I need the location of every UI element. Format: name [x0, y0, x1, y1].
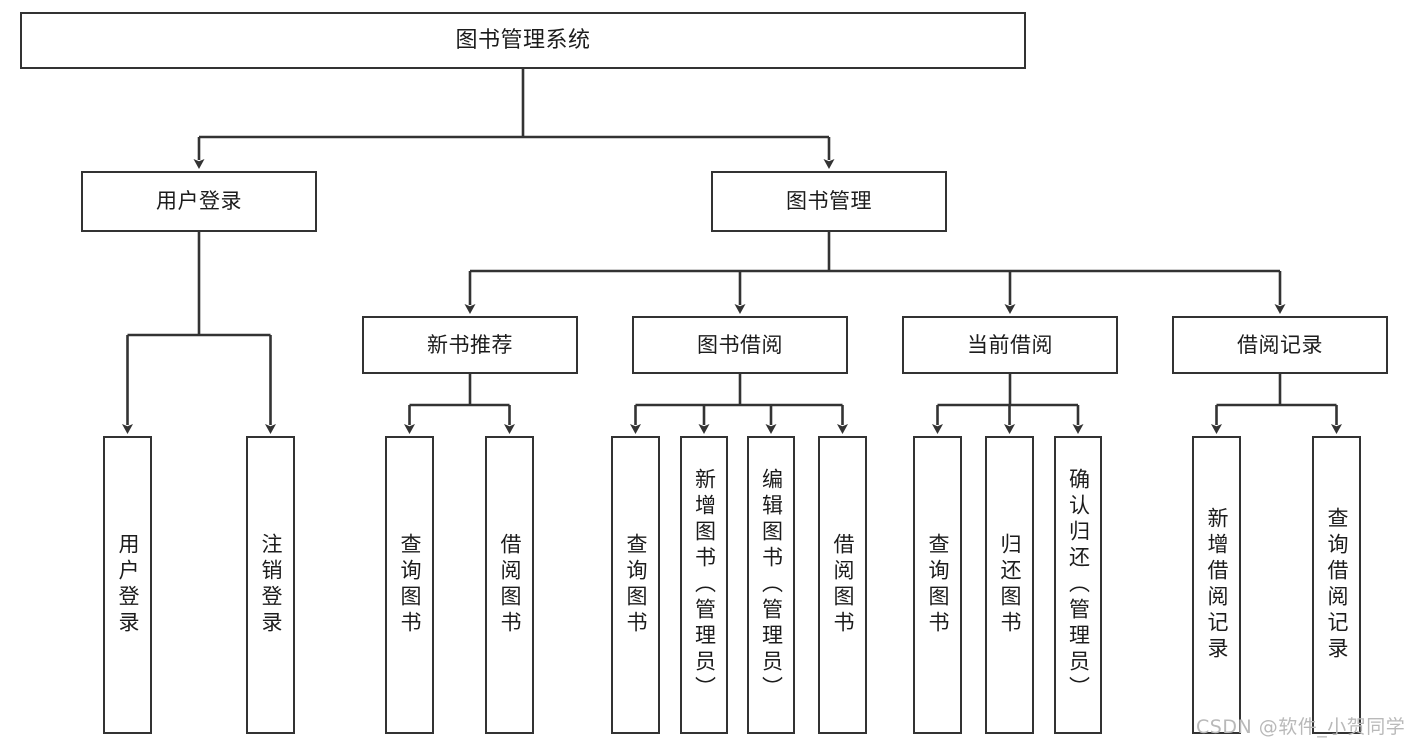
node-leaf-user-login[interactable]: 用户登录 — [103, 436, 152, 734]
node-label: 图书管理 — [786, 189, 872, 214]
node-new-book-rec[interactable]: 新书推荐 — [362, 316, 578, 374]
node-leaf-query-book-3[interactable]: 查询图书 — [913, 436, 962, 734]
node-root[interactable]: 图书管理系统 — [20, 12, 1026, 69]
node-leaf-confirm-return[interactable]: 确认归还（管理员） — [1054, 436, 1102, 734]
node-leaf-borrow-book-1[interactable]: 借阅图书 — [485, 436, 534, 734]
node-label: 借阅图书 — [831, 533, 855, 637]
node-label: 查询图书 — [926, 533, 950, 637]
watermark-text: CSDN @软件_小贺同学 — [1196, 716, 1405, 738]
node-leaf-borrow-book-2[interactable]: 借阅图书 — [818, 436, 867, 734]
node-label: 查询图书 — [398, 533, 422, 637]
node-label: 编辑图书（管理员） — [759, 468, 784, 702]
node-leaf-query-book-2[interactable]: 查询图书 — [611, 436, 660, 734]
node-label: 新书推荐 — [427, 332, 513, 357]
node-leaf-return-book[interactable]: 归还图书 — [985, 436, 1034, 734]
node-leaf-edit-book[interactable]: 编辑图书（管理员） — [747, 436, 795, 734]
node-label: 注销登录 — [259, 533, 283, 637]
node-leaf-query-book-1[interactable]: 查询图书 — [385, 436, 434, 734]
node-borrow-record[interactable]: 借阅记录 — [1172, 316, 1388, 374]
node-label: 借阅图书 — [498, 533, 522, 637]
node-label: 借阅记录 — [1237, 332, 1323, 357]
node-leaf-add-record[interactable]: 新增借阅记录 — [1192, 436, 1241, 734]
node-label: 图书管理系统 — [455, 27, 591, 53]
node-leaf-add-book[interactable]: 新增图书（管理员） — [680, 436, 728, 734]
node-label: 查询图书 — [624, 533, 648, 637]
node-label: 当前借阅 — [967, 332, 1053, 357]
node-current-borrow[interactable]: 当前借阅 — [902, 316, 1118, 374]
node-label: 新增借阅记录 — [1205, 507, 1229, 663]
node-leaf-query-record[interactable]: 查询借阅记录 — [1312, 436, 1361, 734]
node-label: 新增图书（管理员） — [692, 468, 717, 702]
node-book-borrow[interactable]: 图书借阅 — [632, 316, 848, 374]
node-label: 查询借阅记录 — [1325, 507, 1349, 663]
node-user-login[interactable]: 用户登录 — [81, 171, 317, 232]
node-label: 图书借阅 — [697, 332, 783, 357]
node-label: 用户登录 — [156, 189, 242, 214]
node-label: 归还图书 — [998, 533, 1022, 637]
node-book-manage[interactable]: 图书管理 — [711, 171, 947, 232]
node-label: 用户登录 — [116, 533, 140, 637]
node-label: 确认归还（管理员） — [1066, 468, 1091, 702]
node-leaf-logout[interactable]: 注销登录 — [246, 436, 295, 734]
